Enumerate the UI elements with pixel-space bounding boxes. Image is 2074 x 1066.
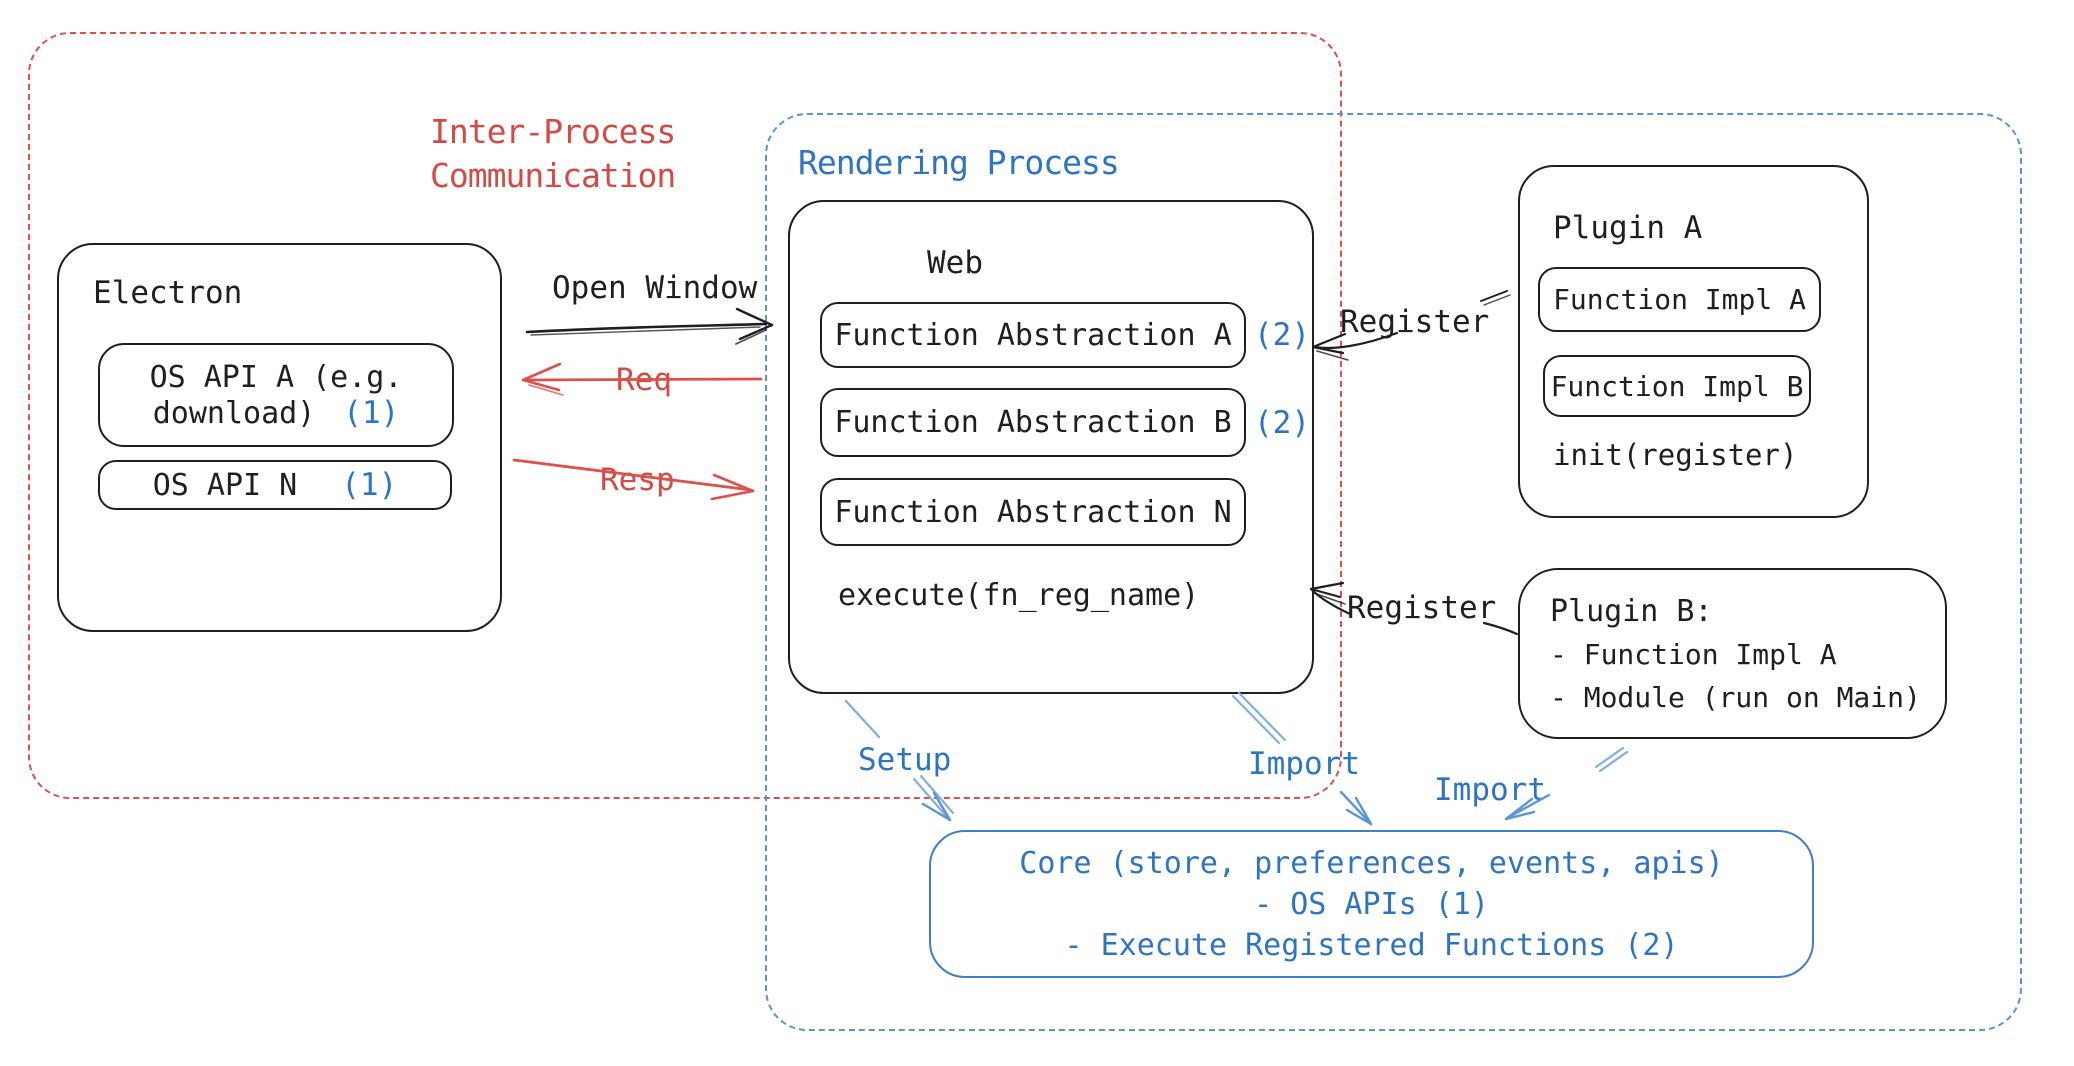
- function-impl-a-label: Function Impl A: [1553, 283, 1806, 316]
- os-api-n-box: OS API N (1): [98, 460, 452, 510]
- function-abstraction-a-label: Function Abstraction A: [834, 317, 1232, 353]
- function-abstraction-a-row: Function Abstraction A (2): [820, 302, 1310, 368]
- register-bottom-label: Register: [1347, 590, 1497, 626]
- open-window-label: Open Window: [552, 270, 758, 306]
- os-api-a-box: OS API A (e.g. download) (1): [98, 343, 454, 447]
- plugin-b-box: [1518, 568, 1947, 739]
- function-abstraction-b-row: Function Abstraction B (2): [820, 388, 1310, 457]
- function-abstraction-n-box: Function Abstraction N: [820, 478, 1246, 546]
- os-api-n-label: OS API N: [152, 467, 298, 503]
- core-box: Core (store, preferences, events, apis) …: [929, 830, 1814, 978]
- function-abstraction-n-row: Function Abstraction N: [820, 478, 1254, 546]
- os-api-a-badge: (1): [343, 394, 400, 431]
- setup-label: Setup: [858, 742, 952, 778]
- function-abstraction-b-badge: (2): [1254, 404, 1310, 441]
- rendering-region-frame: [765, 113, 2022, 1031]
- init-register-note: init(register): [1553, 438, 1798, 472]
- core-line-2: - OS APIs (1): [1254, 886, 1489, 922]
- plugin-a-box: [1518, 165, 1869, 518]
- req-label: Req: [608, 362, 680, 398]
- os-api-a-line2: download): [152, 395, 316, 431]
- function-impl-b-label: Function Impl B: [1550, 369, 1804, 403]
- register-top-label: Register: [1340, 304, 1490, 340]
- plugin-b-title: Plugin B:: [1550, 594, 1713, 629]
- rendering-region-label: Rendering Process: [798, 143, 1120, 182]
- ipc-region-frame: [28, 32, 1342, 799]
- function-abstraction-b-label: Function Abstraction B: [834, 405, 1232, 440]
- function-impl-b-box: Function Impl B: [1543, 355, 1811, 417]
- ipc-label-line1: Inter-Process: [430, 112, 676, 151]
- ipc-label-line2: Communication: [430, 156, 676, 195]
- os-api-n-badge: (1): [341, 467, 398, 503]
- web-title: Web: [927, 245, 983, 281]
- execute-note: execute(fn_reg_name): [838, 578, 1200, 613]
- core-line-1: Core (store, preferences, events, apis): [1019, 845, 1724, 881]
- plugin-b-item-2: - Module (run on Main): [1550, 681, 1921, 714]
- function-impl-a-box: Function Impl A: [1538, 267, 1821, 332]
- core-line-3: - Execute Registered Functions (2): [1064, 927, 1679, 963]
- plugin-b-content: Plugin B: - Function Impl A - Module (ru…: [1550, 590, 1921, 719]
- resp-label: Resp: [592, 462, 683, 498]
- os-api-a-line1: OS API A (e.g.: [149, 359, 403, 395]
- electron-title: Electron: [93, 275, 243, 311]
- plugin-b-item-1: - Function Impl A: [1550, 638, 1837, 671]
- function-abstraction-a-badge: (2): [1254, 317, 1310, 353]
- import-web-label: Import: [1248, 746, 1360, 782]
- function-abstraction-a-box: Function Abstraction A: [820, 302, 1246, 368]
- plugin-a-title: Plugin A: [1553, 210, 1703, 246]
- import-plugin-b-label: Import: [1434, 772, 1546, 808]
- function-abstraction-n-label: Function Abstraction N: [834, 494, 1232, 530]
- function-abstraction-b-box: Function Abstraction B: [820, 388, 1246, 457]
